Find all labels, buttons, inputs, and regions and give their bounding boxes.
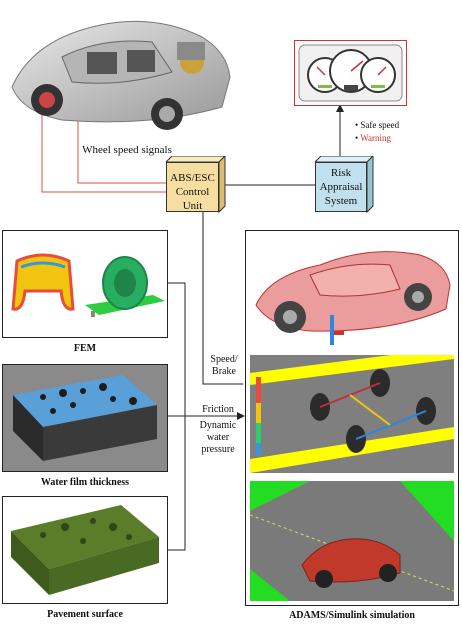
pavement-panel <box>2 496 168 604</box>
adams-road-simulation <box>250 481 454 601</box>
pavement-caption: Pavement surface <box>47 609 123 620</box>
dynamic-pressure-label: Dynamic water pressure <box>199 420 237 455</box>
wheel-speed-line-2 <box>77 120 166 184</box>
wheel-speed-line-1 <box>41 95 166 193</box>
adams-simulink-panel <box>245 230 459 606</box>
adams-car-model <box>255 251 451 345</box>
risk-box-3d-edge <box>315 156 374 214</box>
risk-to-gauge-arrow <box>336 104 344 112</box>
water-film-caption: Water film thickness <box>40 477 130 488</box>
abs-esc-control-unit: ABS/ESC Control Unit <box>166 162 219 212</box>
legend-safe-speed: • Safe speed <box>355 120 400 130</box>
speed-brake-label: Speed/ Brake <box>210 354 238 377</box>
friction-label: Friction <box>202 404 234 415</box>
output-legend: • Safe speed • Warning <box>355 119 399 145</box>
risk-appraisal-system: Risk Appraisal System <box>315 162 367 212</box>
dashboard-gauge-panel <box>294 40 407 106</box>
bullet-icon: • <box>355 133 359 143</box>
water-film-panel <box>2 364 168 472</box>
speedometer-icon <box>298 44 403 102</box>
wheel-speed-label: Wheel speed signals <box>82 144 172 156</box>
speed-brake-line <box>202 212 243 385</box>
adams-caption: ADAMS/Simulink simulation <box>289 610 415 621</box>
fem-caption: FEM <box>73 343 97 354</box>
legend-warning: • Warning <box>355 133 392 143</box>
abs-box-3d-edge <box>166 156 226 214</box>
bullet-icon: • <box>355 120 359 130</box>
adams-chassis-view <box>250 355 454 473</box>
car-cutaway-image <box>2 2 234 142</box>
fem-panel <box>2 230 168 338</box>
friction-arrow <box>237 412 245 420</box>
